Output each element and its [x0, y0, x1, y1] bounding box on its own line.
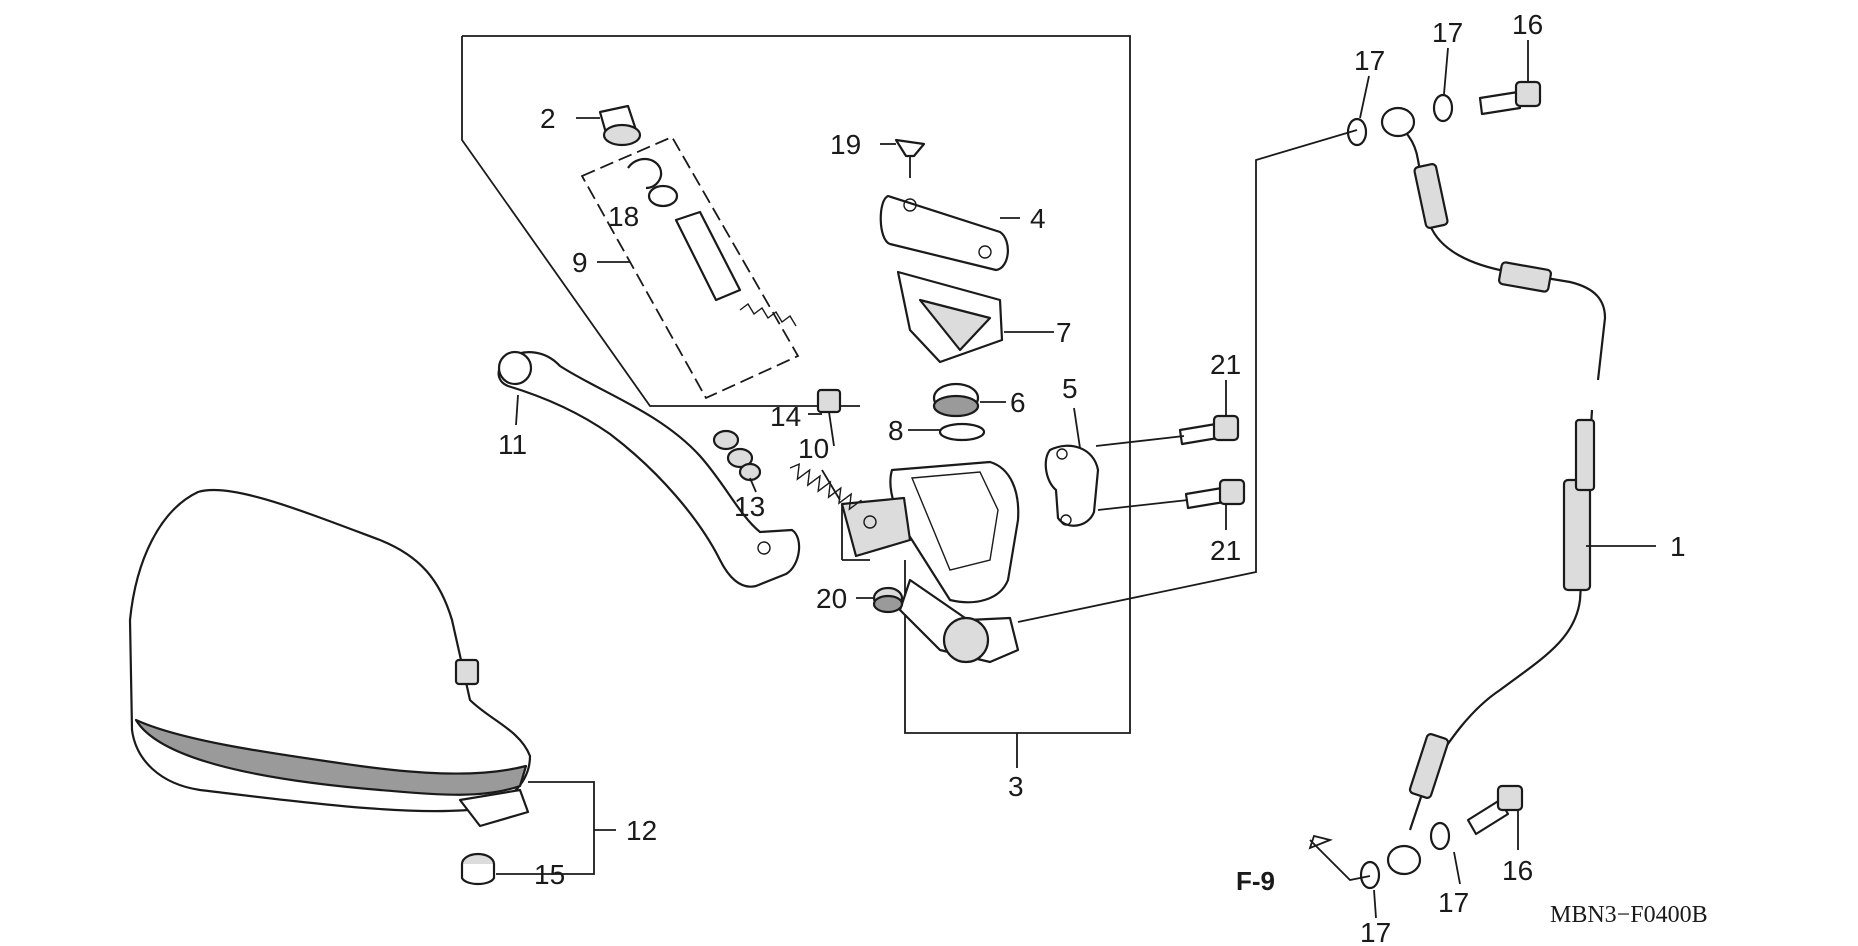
- callout-9: 9: [572, 247, 588, 278]
- callout-2: 2: [540, 103, 556, 134]
- callout-17-d: 17: [1360, 917, 1391, 946]
- callout-15: 15: [534, 859, 565, 890]
- dust-seal-2: [598, 104, 642, 147]
- bolt-21-lower: [1184, 478, 1246, 510]
- callout-17-c: 17: [1438, 887, 1469, 918]
- callout-17-a: 17: [1354, 45, 1385, 76]
- callout-6: 6: [1010, 387, 1026, 418]
- callout-3: 3: [1008, 771, 1024, 802]
- callout-13: 13: [734, 491, 765, 522]
- diaphragm-7: [896, 270, 1004, 364]
- spring-10: [789, 462, 862, 511]
- callout-17-b: 17: [1432, 17, 1463, 48]
- callout-labels: 1 2 3 4 5 6 7 8 9 10 11 12 13 14 15 16 1…: [498, 9, 1708, 946]
- callout-16-lower: 16: [1502, 855, 1533, 886]
- boot-6: [932, 382, 980, 418]
- callout-12: 12: [626, 815, 657, 846]
- lever-11: [497, 350, 801, 588]
- callout-5: 5: [1062, 373, 1078, 404]
- piston-kit-box-9: [580, 135, 800, 400]
- holder-5: [1044, 444, 1100, 527]
- callout-21-upper: 21: [1210, 349, 1241, 380]
- nut-20: [872, 586, 904, 614]
- assembly-boundary-3: [461, 35, 1131, 768]
- piston-assembly: [674, 210, 797, 327]
- callout-14: 14: [770, 401, 801, 432]
- banjo-bolt-upper-16: [1478, 80, 1542, 116]
- brake-hose-1: [1380, 106, 1607, 876]
- callout-7: 7: [1056, 317, 1072, 348]
- callout-18: 18: [608, 201, 639, 232]
- washer-17-c: [1429, 821, 1451, 851]
- callout-20: 20: [816, 583, 847, 614]
- callout-4: 4: [1030, 203, 1046, 234]
- washer-17-b: [1432, 93, 1454, 123]
- reference-label: F-9: [1236, 866, 1275, 896]
- circlip-8: [938, 422, 986, 442]
- bolt-15: [460, 852, 496, 886]
- screw-19: [894, 138, 926, 178]
- callout-11: 11: [498, 429, 527, 460]
- circlip-18: [627, 157, 679, 208]
- callout-16-upper: 16: [1512, 9, 1543, 40]
- diagram-code: MBN3−F0400B: [1550, 902, 1708, 928]
- washer-17-d: [1359, 860, 1381, 890]
- reservoir-cover-4: [879, 194, 1009, 272]
- master-cylinder-body: [840, 460, 1020, 664]
- callout-21-lower: 21: [1210, 535, 1241, 566]
- callout-8: 8: [888, 415, 904, 446]
- banjo-bolt-lower-16: [1466, 784, 1524, 836]
- pivot-bolt-14: [816, 388, 842, 447]
- leader-lines: [496, 40, 1656, 919]
- callout-1: 1: [1670, 531, 1686, 562]
- callout-10: 10: [798, 433, 829, 464]
- knuckle-guard-12: [128, 488, 532, 828]
- callout-19: 19: [830, 129, 861, 160]
- bolt-21-upper: [1178, 414, 1240, 446]
- nut-13: [712, 429, 762, 482]
